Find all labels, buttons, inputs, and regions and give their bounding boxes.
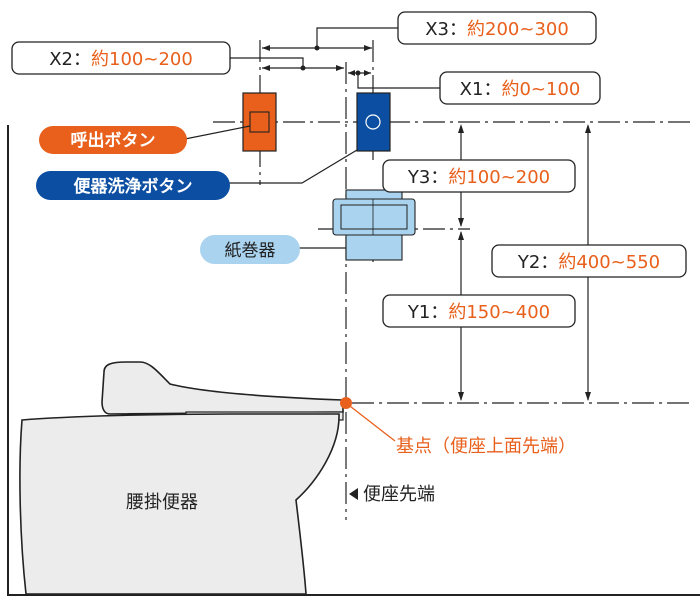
x2-key: X2： [49, 49, 91, 70]
y1-key: Y1： [407, 302, 448, 323]
legend-leaders [184, 125, 358, 249]
flush-button-pill: 便器洗浄ボタン [36, 171, 230, 200]
y3-key: Y3： [407, 167, 448, 188]
x2-label: X2：約100~200 [11, 41, 231, 75]
x3-value: 約200~300 [467, 19, 569, 40]
x2-dimension [229, 57, 344, 71]
reference-point [340, 397, 396, 442]
svg-text:X3：約200~300: X3：約200~300 [425, 19, 569, 40]
toilet-illustration: 腰掛便器 [19, 361, 344, 595]
x1-label: X1：約0~100 [439, 71, 601, 105]
reference-point-label: 基点（便座上面先端） [396, 436, 576, 457]
svg-text:X1：約0~100: X1：約0~100 [460, 79, 581, 100]
x3-key: X3： [425, 19, 467, 40]
x1-dimension [348, 70, 440, 89]
y3-label: Y3：約100~200 [382, 159, 576, 193]
svg-text:Y3：約100~200: Y3：約100~200 [407, 167, 550, 188]
svg-text:Y2：約400~550: Y2：約400~550 [517, 252, 660, 273]
svg-text:Y1：約150~400: Y1：約150~400 [407, 302, 550, 323]
x1-value: 約0~100 [501, 79, 580, 100]
x1-key: X1： [460, 79, 502, 100]
paper-holder-device [332, 189, 416, 261]
paper-holder-label: 紙巻器 [225, 241, 276, 261]
x3-dimension [262, 27, 398, 51]
seat-front-marker [349, 488, 358, 500]
y1-value: 約150~400 [448, 302, 550, 323]
call-button-device [242, 92, 277, 152]
y2-value: 約400~550 [558, 252, 660, 273]
x2-value: 約100~200 [91, 49, 193, 70]
x3-label: X3：約200~300 [397, 11, 597, 45]
y3-value: 約100~200 [448, 167, 550, 188]
flush-button-label: 便器洗浄ボタン [74, 176, 193, 197]
seat-front-label: 便座先端 [363, 484, 435, 505]
toilet-label: 腰掛便器 [126, 492, 198, 513]
paper-holder-pill: 紙巻器 [200, 235, 300, 264]
flush-button-device [356, 92, 391, 152]
svg-text:X2：約100~200: X2：約100~200 [49, 49, 193, 70]
call-button-pill: 呼出ボタン [39, 126, 187, 154]
y2-key: Y2： [517, 252, 558, 273]
y1-label: Y1：約150~400 [382, 294, 576, 328]
y2-label: Y2：約400~550 [491, 244, 687, 278]
call-button-label: 呼出ボタン [71, 130, 156, 151]
